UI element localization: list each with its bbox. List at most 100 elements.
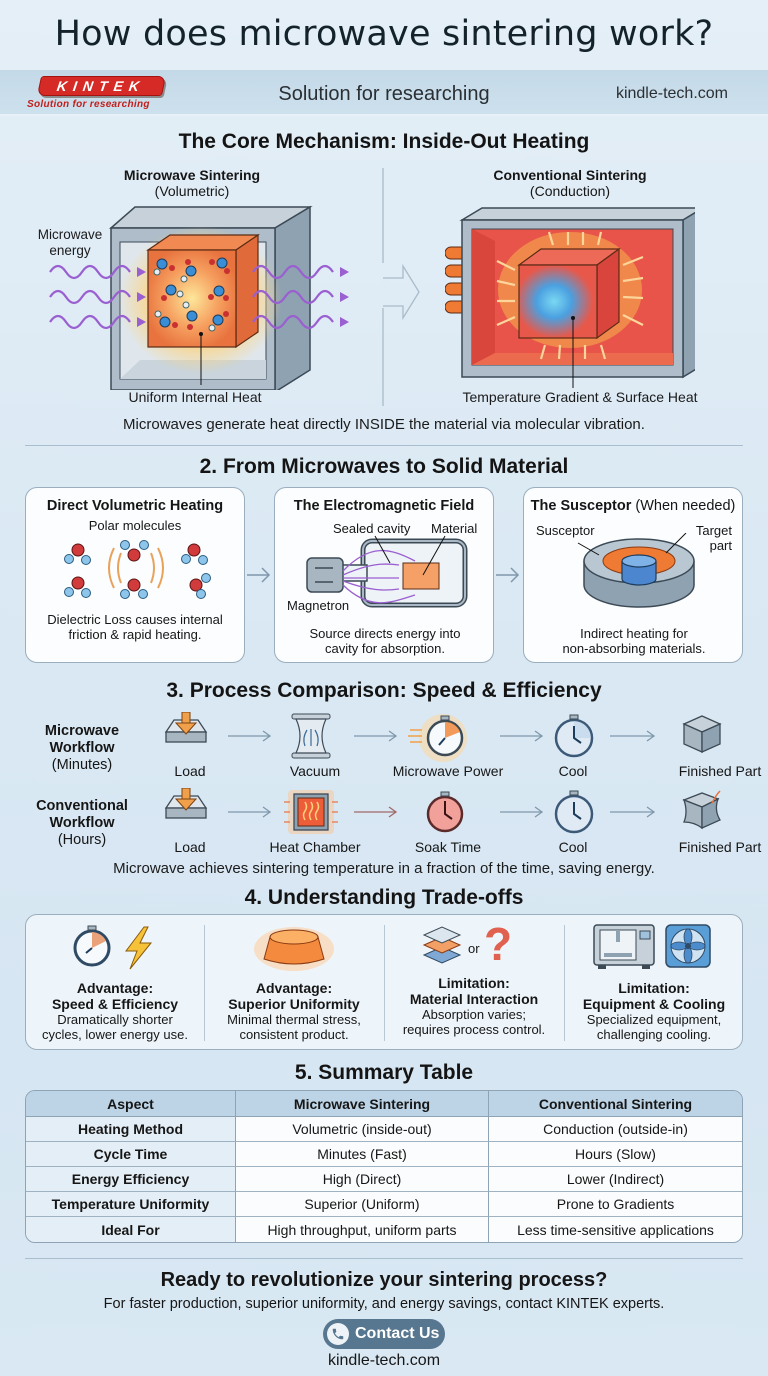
divider — [25, 445, 743, 446]
susceptor-icon — [577, 533, 695, 608]
tradeoff-text-line1: Minimal thermal stress, — [227, 1012, 361, 1027]
tradeoff-text-line2: consistent product. — [239, 1027, 349, 1042]
card-title: The Susceptor (When needed) — [524, 498, 742, 514]
kintek-logo[interactable]: KINTEK Solution for researching — [27, 76, 169, 110]
tradeoff-material-interaction: or ? Limitation: Material Interaction Ab… — [384, 915, 564, 1037]
step-label: Cool — [558, 839, 588, 855]
row-conventional: Hours (Slow) — [489, 1142, 742, 1167]
card-title: The Electromagnetic Field — [293, 498, 475, 514]
conventional-title: Conventional Sintering — [493, 167, 647, 183]
furnace-equipment-icon — [593, 924, 655, 969]
susceptor-title-suffix: (When needed) — [635, 498, 736, 514]
microwave-power-stopwatch-icon — [408, 714, 467, 762]
molecule-group — [153, 257, 230, 332]
section5-title: 5. Summary Table — [294, 1061, 474, 1084]
wf-label-line2: Workflow — [49, 740, 115, 756]
wf-label-line1: Conventional — [36, 798, 128, 814]
flow-arrow-icon — [247, 567, 271, 583]
energy-label-line1: Microwave — [37, 227, 103, 242]
tradeoff-subhead: Speed & Efficiency — [51, 996, 179, 1012]
target-label-line2: part — [709, 538, 732, 553]
row-microwave: High throughput, uniform parts — [236, 1217, 489, 1242]
cta-heading: Ready to revolutionize your sintering pr… — [160, 1269, 608, 1291]
flow-arrow-icon — [496, 567, 520, 583]
tradeoff-text-line2: cycles, lower energy use. — [42, 1027, 188, 1042]
polar-molecules-icon — [64, 540, 211, 599]
step-label: Finished Part — [678, 763, 762, 779]
summary-table: Aspect Microwave Sintering Conventional … — [25, 1090, 743, 1243]
tradeoff-head: Advantage: — [76, 980, 154, 996]
row-microwave: High (Direct) — [236, 1167, 489, 1192]
contact-us-label: Contact Us — [355, 1325, 440, 1342]
tradeoff-text-line1: Absorption varies; — [421, 1007, 527, 1022]
table-row: Ideal For High throughput, uniform parts… — [26, 1217, 742, 1242]
section3-summary: Microwave achieves sintering temperature… — [113, 860, 655, 877]
step-label: Heat Chamber — [269, 839, 361, 855]
energy-label-line2: energy — [49, 243, 91, 258]
tradeoff-speed-efficiency: Advantage: Speed & Efficiency Dramatical… — [26, 915, 204, 1042]
microwave-workflow-label: Microwave Workflow (Minutes) — [22, 723, 142, 774]
section3-title: 3. Process Comparison: Speed & Efficienc… — [166, 679, 602, 702]
row-conventional: Lower (Indirect) — [489, 1167, 742, 1192]
heat-arrows-icon — [496, 231, 644, 360]
heat-chamber-icon — [284, 790, 338, 834]
step-label: Load — [174, 839, 206, 855]
cool-stopwatch-icon — [554, 714, 594, 758]
or-label: or — [468, 941, 480, 956]
sealed-cavity-label: Sealed cavity — [333, 521, 411, 536]
table-row: Cycle Time Minutes (Fast) Hours (Slow) — [26, 1142, 742, 1167]
row-aspect: Ideal For — [26, 1217, 236, 1242]
tradeoff-equipment-cooling: Limitation: Equipment & Cooling Speciali… — [564, 915, 744, 1042]
section4-title: 4. Understanding Trade-offs — [244, 886, 524, 909]
microwave-caption: Uniform Internal Heat — [128, 389, 262, 405]
comparison-arrow-icon — [382, 168, 420, 406]
cooling-fan-icon — [665, 924, 711, 968]
polar-molecules-label: Polar molecules — [88, 518, 182, 533]
divider — [564, 925, 565, 1041]
finished-part-deformed-icon — [682, 790, 721, 830]
page-title: How does microwave sintering work? — [54, 14, 714, 54]
header-url-link[interactable]: kindle-tech.com — [615, 85, 728, 102]
logo-tagline: Solution for researching — [27, 99, 150, 110]
tradeoff-head: Limitation: — [618, 980, 690, 996]
row-aspect: Temperature Uniformity — [26, 1192, 236, 1217]
microwave-subtitle: (Volumetric) — [154, 183, 230, 199]
card-susceptor: The Susceptor (When needed) Susceptor Ta… — [523, 487, 743, 663]
card-title: Direct Volumetric Heating — [46, 498, 224, 514]
conventional-workflow-icons — [164, 788, 721, 834]
tradeoff-text-line1: Dramatically shorter — [57, 1012, 173, 1027]
column-header: Microwave Sintering — [236, 1091, 489, 1117]
row-microwave: Superior (Uniform) — [236, 1192, 489, 1217]
contact-us-button[interactable]: Contact Us — [323, 1319, 445, 1349]
tradeoff-superior-uniformity: Advantage: Superior Uniformity Minimal t… — [204, 915, 384, 1042]
step-label: Microwave Power — [392, 763, 504, 779]
tradeoff-text-line2: challenging cooling. — [596, 1027, 712, 1042]
card-text-line1: Indirect heating for — [580, 626, 688, 641]
equipment-fan-icon — [593, 924, 711, 969]
row-microwave: Volumetric (inside-out) — [236, 1117, 489, 1142]
section2-title: 2. From Microwaves to Solid Material — [199, 455, 569, 478]
brand-tagline: Solution for researching — [278, 83, 490, 105]
conventional-heading: Conventional Sintering (Conduction) — [470, 167, 670, 199]
step-label: Cool — [558, 763, 588, 779]
layers-question-icon: or ? — [384, 915, 564, 975]
tradeoff-subhead: Material Interaction — [409, 991, 539, 1007]
conventional-workflow-label: Conventional Workflow (Hours) — [22, 798, 142, 849]
load-tray-icon — [164, 712, 208, 743]
row-microwave: Minutes (Fast) — [236, 1142, 489, 1167]
conventional-furnace-illustration — [445, 207, 695, 388]
footer-url-link[interactable]: kindle-tech.com — [327, 1352, 441, 1369]
susceptor-label: Susceptor — [536, 523, 595, 538]
conventional-caption: Temperature Gradient & Surface Heat — [462, 389, 698, 405]
card-direct-volumetric-heating: Direct Volumetric Heating Polar molecule… — [25, 487, 245, 663]
table-row: Heating Method Volumetric (inside-out) C… — [26, 1117, 742, 1142]
wf-label-line3: (Hours) — [57, 832, 107, 848]
row-conventional: Conduction (outside-in) — [489, 1117, 742, 1142]
section1-title: The Core Mechanism: Inside-Out Heating — [178, 130, 590, 153]
step-label: Vacuum — [289, 763, 341, 779]
table-header-row: Aspect Microwave Sintering Conventional … — [26, 1091, 742, 1117]
electromagnetic-cavity-icon — [306, 535, 468, 608]
microwave-energy-label: Microwave energy — [30, 227, 110, 259]
wf-label-line1: Microwave — [44, 723, 120, 739]
tradeoff-head: Advantage: — [255, 980, 333, 996]
